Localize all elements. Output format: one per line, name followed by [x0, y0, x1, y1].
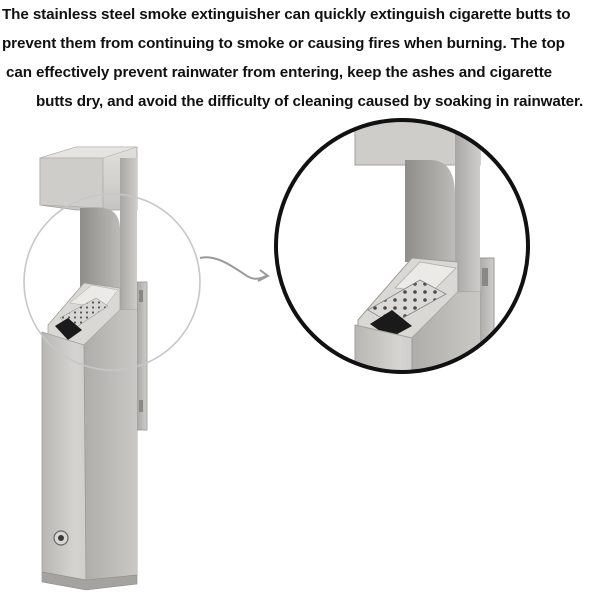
full-ashtray-pillar [39, 146, 148, 591]
detail-highlight-circle [23, 193, 201, 371]
description-line-2: prevent them from continuing to smoke or… [2, 35, 565, 52]
description-line-4: butts dry, and avoid the difficulty of c… [36, 93, 584, 110]
zoomed-tray-detail [274, 118, 530, 374]
product-description: The stainless steel smoke extinguisher c… [0, 0, 600, 116]
description-line-1: The stainless steel smoke extinguisher c… [2, 6, 571, 23]
description-line-3: can effectively prevent rainwater from e… [6, 64, 552, 81]
zoom-arrow-icon [199, 256, 270, 282]
